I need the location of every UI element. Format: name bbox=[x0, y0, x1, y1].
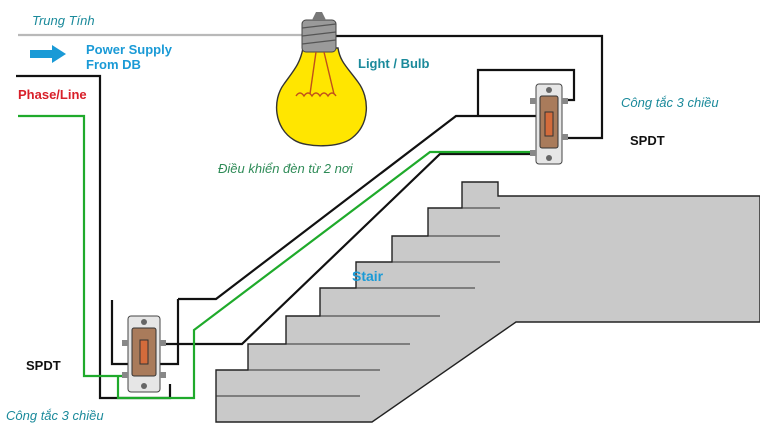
right-arrow-icon bbox=[30, 45, 66, 63]
top-switch-label: Công tắc 3 chiều bbox=[621, 95, 719, 110]
top-spdt-label: SPDT bbox=[630, 133, 665, 148]
traveler-wires bbox=[16, 34, 604, 400]
light-bulb-label: Light / Bulb bbox=[358, 56, 430, 71]
light-bulb-icon bbox=[275, 12, 368, 147]
bottom-switch-left-lead bbox=[110, 300, 128, 366]
phase-line-label: Phase/Line bbox=[18, 87, 87, 102]
power-supply-label: Power Supply From DB bbox=[86, 42, 172, 72]
three-way-switch-icon-bottom bbox=[122, 315, 166, 393]
stair-label: Stair bbox=[352, 268, 384, 284]
lower-traveler-wire bbox=[160, 152, 530, 346]
bulb-to-top-switch-wire bbox=[330, 34, 604, 140]
stair-step-edges bbox=[216, 207, 500, 397]
left-black-wire bbox=[16, 74, 172, 400]
bottom-switch-right-lead bbox=[160, 299, 180, 366]
bottom-spdt-label: SPDT bbox=[26, 358, 61, 373]
three-way-switch-icon-top bbox=[530, 83, 568, 165]
bottom-switch-label: Công tắc 3 chiều bbox=[6, 408, 104, 423]
neutral-label: Trung Tính bbox=[32, 13, 95, 28]
stair-structure bbox=[215, 181, 760, 423]
upper-traveler-to-top-switch bbox=[476, 68, 576, 116]
control-caption: Điều khiển đèn từ 2 nơi bbox=[218, 161, 353, 176]
phase-wire bbox=[18, 114, 532, 400]
upper-traveler-wire bbox=[178, 114, 536, 301]
